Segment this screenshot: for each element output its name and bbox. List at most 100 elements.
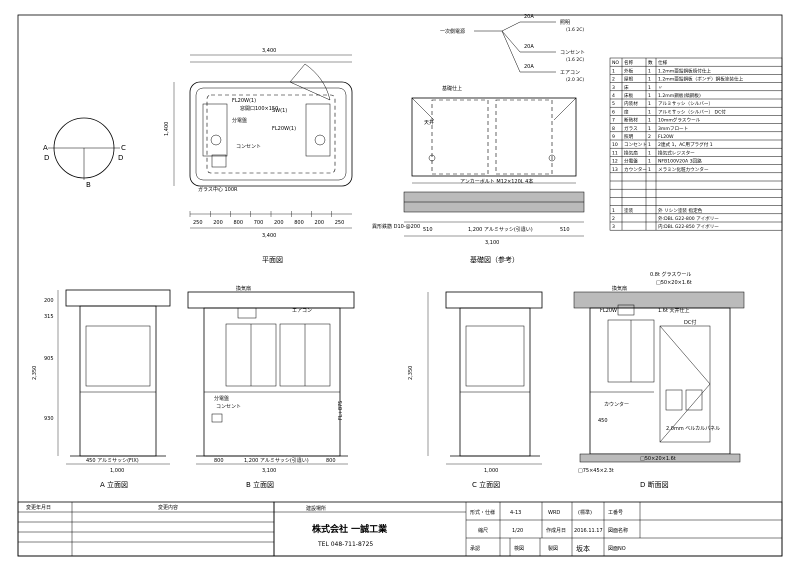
tb-date: 2016.11.17: [574, 528, 603, 534]
circuit-breaker: 20A: [524, 64, 534, 70]
spec-cell: 1: [648, 109, 651, 115]
rev-content: 変更内容: [158, 504, 178, 511]
d-sill: □75×45×2.3t: [578, 468, 614, 474]
plan-total-w: 3,400: [262, 233, 276, 239]
spec-cell: 1: [648, 126, 651, 132]
c-title: C 立面図: [472, 480, 500, 489]
spec-cell: NO: [612, 60, 619, 66]
d-floor: 2.0mm ベルカルパネル: [666, 426, 720, 432]
elevation-a: 200 315 905 930 2,350 450 アルミサッシ(FIX) 1,…: [32, 289, 171, 489]
spec-cell: ガラス: [624, 125, 638, 132]
spec-cell: 床板: [624, 92, 634, 99]
circuit-load-spec: (1.6 2C): [566, 57, 584, 63]
circuit-load-spec: (2.0 3C): [566, 77, 584, 83]
spec-cell: 2: [648, 134, 651, 140]
spec-cell: アルミサッシ（シルバー） DC付: [658, 108, 726, 115]
a-h3: 905: [44, 356, 54, 362]
plan-dim-label: 200: [213, 220, 223, 226]
spec-cell: 1: [648, 142, 651, 148]
key-plan: A C B D D: [43, 117, 126, 189]
spec-cell: 1: [612, 208, 615, 214]
a-htotal: 2,350: [32, 366, 38, 380]
d-fl: FL20W: [600, 308, 617, 314]
spec-cell: アルミサッシ（シルバー）: [658, 101, 713, 107]
b-ac: エアコン: [292, 308, 312, 314]
spec-cell: 1: [612, 68, 615, 74]
spec-cell: 床: [624, 84, 629, 91]
spec-cell: 1: [648, 93, 651, 99]
b-fh: FL+875: [338, 401, 344, 420]
plan-dim-label: 250: [193, 220, 203, 226]
section-d: 0.8t グラスウール □50×20×1.6t 1.6t 天井仕上 換気扇 FL…: [573, 271, 745, 489]
spec-cell: 屋根: [624, 76, 634, 83]
foundation-view: 基礎仕上 天井 アンカーボルト M12×120L 4本 異形鉄筋 D10-@20…: [372, 85, 585, 264]
a-h2: 315: [44, 314, 54, 320]
circuit-load-name: コンセント: [560, 50, 585, 56]
key-d-right: D: [118, 154, 123, 162]
spec-cell: 名称: [624, 59, 634, 66]
foundation-anchor-note: 天井: [424, 119, 434, 126]
plan-sw: SW(1): [272, 108, 287, 114]
spec-cell: 3mmフロート: [658, 126, 688, 132]
tb-model-label: 形式・仕様: [470, 509, 495, 516]
tb-company: 株式会社 一誠工業: [312, 523, 388, 535]
foundation-inner: 1,200 アルミサッシ(引違い): [468, 226, 533, 233]
plan-fl1: FL20W(1): [232, 98, 256, 104]
a-h4: 930: [44, 416, 54, 422]
spec-cell: 照明: [624, 134, 634, 140]
spec-cell: 2: [612, 77, 615, 83]
b-inner: 1,200 アルミサッシ(引違い): [244, 457, 309, 464]
b-outlet: コンセント: [216, 404, 241, 410]
spec-cell: 扉: [624, 108, 629, 115]
key-a: A: [43, 144, 48, 152]
b-board: 分電盤: [214, 395, 229, 402]
tb-code: WRD: [548, 510, 560, 516]
spec-cell: 10mmグラスウール: [658, 117, 701, 124]
d-h4: 450: [598, 418, 608, 424]
foundation-rebar: 異形鉄筋 D10-@200: [372, 223, 420, 230]
rev-date: 変更年月日: [26, 504, 51, 511]
tb-approve: 承認: [470, 545, 480, 552]
spec-cell: 8: [612, 126, 615, 132]
d-title: D 断面図: [640, 480, 669, 489]
circuit-breaker: 20A: [524, 14, 534, 20]
circuit-breaker: 20A: [524, 44, 534, 50]
spec-cell: 3: [612, 85, 615, 91]
key-c: C: [121, 144, 126, 152]
spec-cell: 3: [612, 224, 615, 230]
plan-dim-label: 250: [335, 220, 345, 226]
spec-cell: 仕様: [658, 59, 668, 66]
tb-scale-label: 縮尺: [478, 527, 488, 534]
spec-cell: 1: [648, 101, 651, 107]
spec-table-frame: [609, 57, 783, 231]
plan-board: 分電盤: [232, 117, 247, 124]
tb-tel: TEL 048-711-8725: [317, 541, 373, 548]
tb-project: 建設場所: [306, 505, 326, 512]
foundation-dim-3: 510: [560, 227, 570, 233]
spec-cell: 数: [648, 59, 653, 66]
spec-cell: FL20W: [658, 134, 674, 140]
tb-date-label: 作成月日: [546, 527, 566, 534]
spec-cell: 10: [612, 142, 618, 148]
plan-dim-label: 200: [274, 220, 284, 226]
circuit-load-spec: (1.6 2C): [566, 27, 584, 33]
b-total: 3,100: [262, 468, 276, 474]
spec-cell: 塗装: [624, 207, 634, 214]
spec-cell: 12: [612, 159, 618, 165]
a-total: 1,000: [110, 468, 124, 474]
elevation-c: 2,350 1,000 C 立面図: [408, 291, 543, 489]
spec-cell: 1: [648, 150, 651, 156]
spec-cell: 1: [648, 167, 651, 173]
tb-workno: 工番号: [608, 509, 623, 516]
spec-cell: 〃: [658, 86, 663, 91]
tb-dwgname: 図面名称: [608, 527, 628, 534]
tb-std: (標準): [578, 509, 592, 516]
spec-cell: 内:DBL G22-850 アイボリー: [658, 223, 719, 230]
plan-outline: [189, 81, 353, 187]
tb-model: 4-13: [510, 510, 521, 516]
spec-cell: 外:DBL G22-800 アイボリー: [658, 215, 719, 222]
